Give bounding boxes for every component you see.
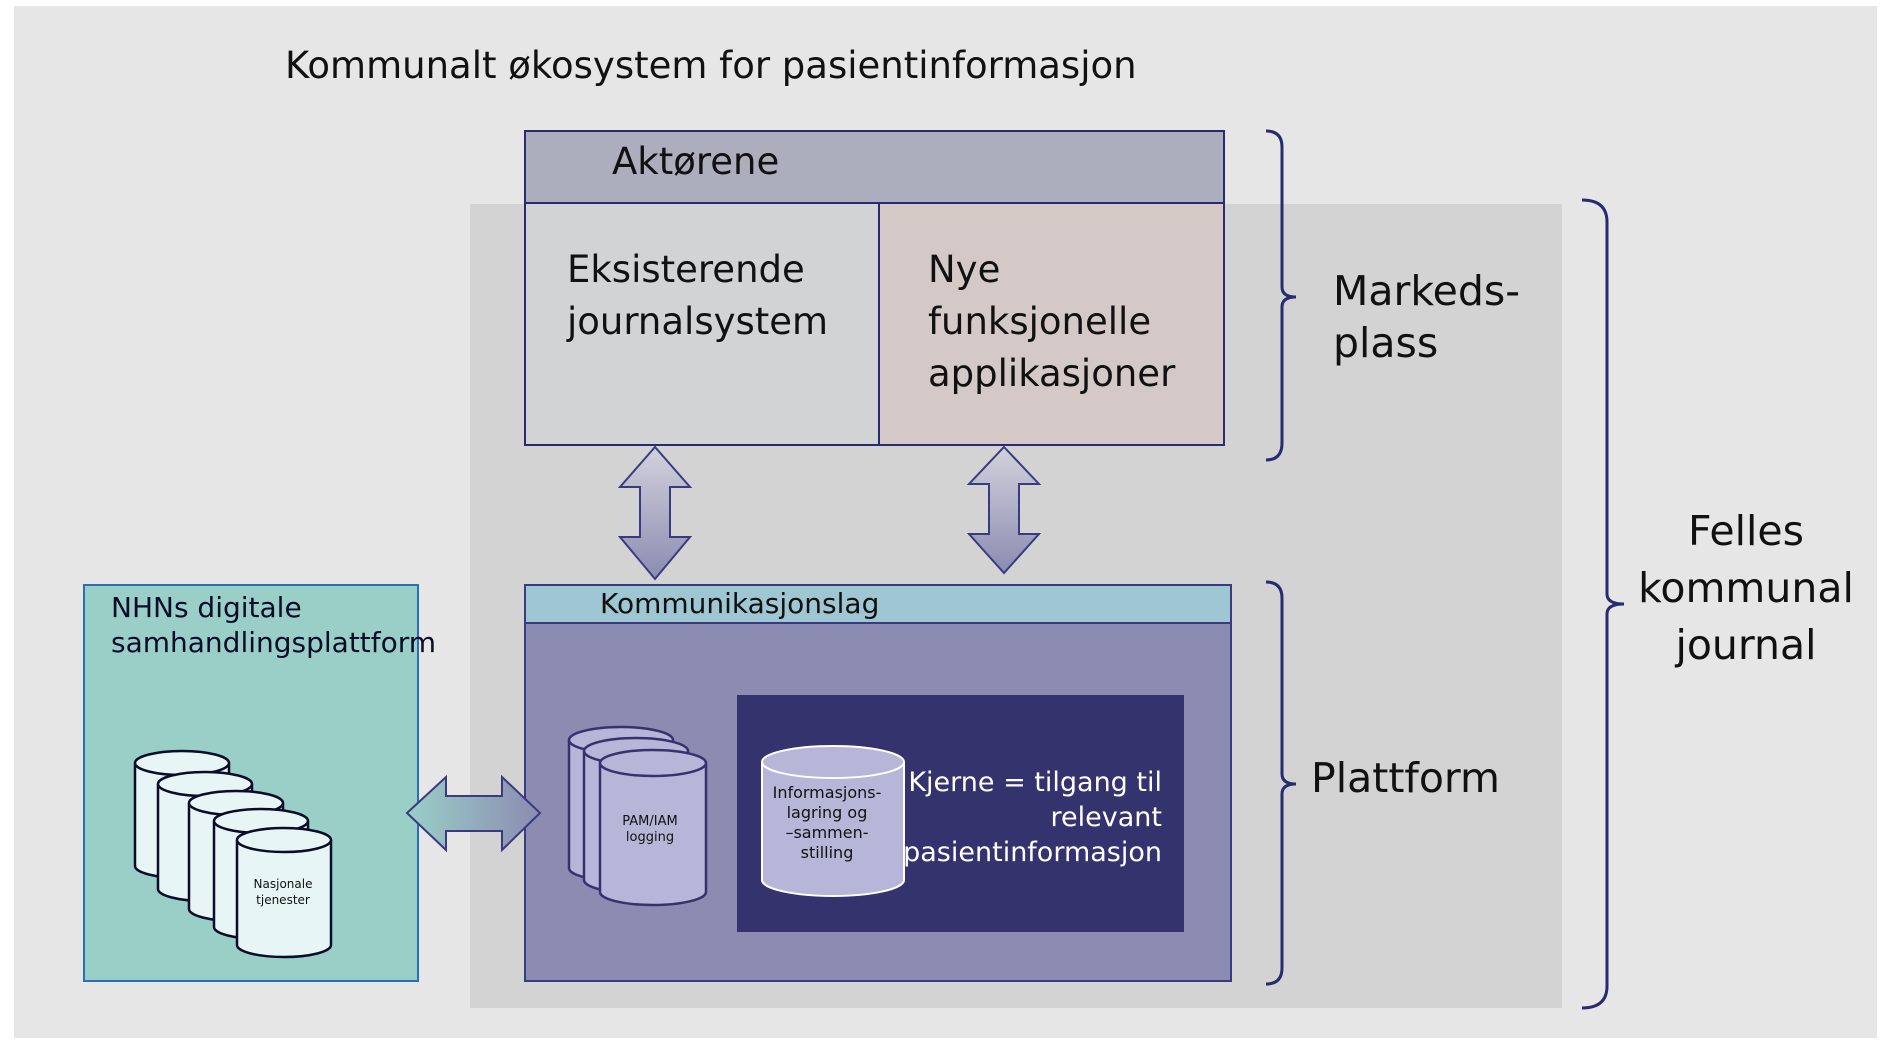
marketplace-line-2: plass — [1333, 319, 1439, 367]
info-storage-line-3: –sammen- — [785, 823, 869, 842]
nhn-platform-title: NHNs digitale samhandlingsplattform — [111, 590, 436, 660]
national-services-line-1: Nasjonale — [253, 877, 313, 891]
page-title: Kommunalt økosystem for pasientinformasj… — [285, 44, 1137, 87]
platform-label: Plattform — [1311, 754, 1500, 802]
info-storage-line-4: stilling — [800, 843, 854, 862]
core-label: Kjerne = tilgang til relevant pasientinf… — [900, 765, 1162, 870]
core-line-1: Kjerne = tilgang til — [908, 767, 1162, 798]
nhn-title-line-1: NHNs digitale — [111, 591, 302, 624]
communication-layer-label: Kommunikasjonslag — [600, 587, 880, 620]
database-stack-icon — [567, 725, 708, 907]
new-applications-line-1: Nye — [928, 248, 1001, 291]
pam-iam-line-1: PAM/IAM — [622, 814, 678, 829]
core-line-3: pasientinformasjon — [903, 837, 1162, 868]
core-line-2: relevant — [1050, 802, 1162, 833]
existing-journal-line-1: Eksisterende — [567, 248, 805, 291]
nhn-title-line-2: samhandlingsplattform — [111, 626, 437, 659]
database-icon — [761, 745, 905, 897]
double-arrow-icon — [966, 445, 1042, 575]
double-arrow-icon — [405, 774, 542, 853]
brace-shared-journal-icon — [1581, 198, 1625, 1010]
pam-iam-label: PAM/IAM logging — [600, 814, 700, 846]
brace-platform-icon — [1265, 580, 1297, 986]
communication-layer-bar — [524, 584, 1232, 624]
shared-journal-line-3: journal — [1675, 621, 1817, 669]
shared-journal-line-2: kommunal — [1638, 564, 1854, 612]
existing-journal-label: Eksisterende journalsystem — [567, 244, 828, 348]
marketplace-line-1: Markeds- — [1333, 267, 1521, 315]
new-applications-cell — [878, 202, 1225, 446]
new-applications-label: Nye funksjonelle applikasjoner — [928, 244, 1175, 400]
database-stack-icon — [133, 749, 333, 959]
actors-title: Aktørene — [612, 140, 780, 183]
new-applications-line-2: funksjonelle — [928, 300, 1152, 343]
new-applications-line-3: applikasjoner — [928, 352, 1176, 395]
brace-marketplace-icon — [1265, 129, 1297, 462]
info-storage-label: Informasjons- lagring og –sammen- stilli… — [757, 783, 897, 863]
double-arrow-icon — [617, 445, 693, 581]
info-storage-line-2: lagring og — [786, 803, 868, 822]
actors-header — [524, 130, 1225, 204]
marketplace-label: Markeds- plass — [1333, 265, 1520, 369]
national-services-line-2: tjenester — [256, 893, 310, 907]
shared-journal-line-1: Felles — [1688, 507, 1804, 555]
shared-journal-label: Felles kommunal journal — [1630, 503, 1862, 674]
existing-journal-line-2: journalsystem — [567, 300, 829, 343]
pam-iam-line-2: logging — [625, 830, 675, 845]
national-services-label: Nasjonale tjenester — [238, 876, 328, 908]
info-storage-line-1: Informasjons- — [772, 783, 882, 802]
